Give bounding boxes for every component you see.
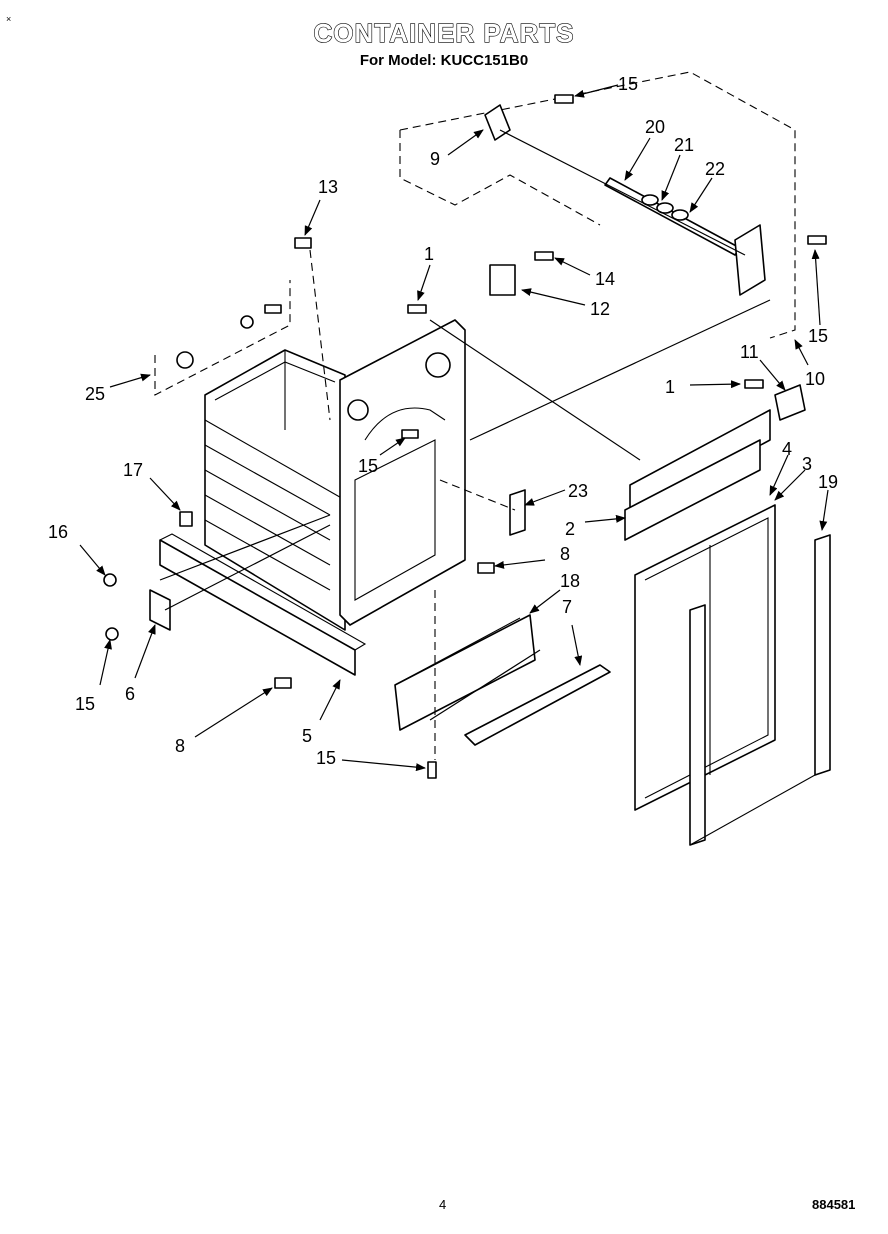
callout-25: 25 [85,384,105,404]
callout-1-top: 1 [424,244,434,264]
callout-21: 21 [674,135,694,155]
callout-labels: 15 9 20 21 22 13 1 14 12 15 11 10 1 25 1… [48,74,838,768]
callout-3: 3 [802,454,812,474]
callout-10: 10 [805,369,825,389]
callout-11: 11 [740,342,759,362]
callout-15-left: 15 [75,694,95,714]
callout-20: 20 [645,117,665,137]
callout-14: 14 [595,269,615,289]
callout-15-right: 15 [808,326,828,346]
model-subtitle: For Model: KUCC151B0 [359,52,529,69]
callout-arrows [79,84,829,772]
back-panel [339,319,466,626]
bracket-6 [149,589,171,631]
callout-19: 19 [818,472,838,492]
toe-grille [464,664,611,746]
callout-13: 13 [318,177,338,197]
callout-5: 5 [302,726,312,746]
callout-23: 23 [568,481,588,501]
callout-4: 4 [782,439,792,459]
callout-16: 16 [48,522,68,542]
base-rail [159,533,367,676]
callout-15-bottom: 15 [316,748,336,768]
callout-7: 7 [562,597,572,617]
callout-12: 12 [590,299,610,319]
container-liner [204,349,346,631]
callout-15-center: 15 [358,456,378,476]
door-gasket [689,534,831,846]
hardware-group-25 [154,280,291,396]
callout-22: 22 [705,159,725,179]
callout-18: 18 [560,571,580,591]
callout-2: 2 [565,519,575,539]
callout-6: 6 [125,684,135,704]
callout-1-right: 1 [665,377,675,397]
page-title: CONTAINER PARTS [313,17,575,48]
callout-8-right: 8 [560,544,570,564]
callout-9: 9 [430,149,440,169]
callout-8-left: 8 [175,736,185,756]
assembly-boundary-left [399,130,601,226]
callout-17: 17 [123,460,143,480]
hinge-rail [624,409,771,541]
page-number: 4 [439,1197,447,1212]
callout-15-top: 15 [618,74,638,94]
corner-mark: × [6,14,12,24]
document-number: 884581 [812,1197,856,1212]
kick-plate [394,614,536,731]
